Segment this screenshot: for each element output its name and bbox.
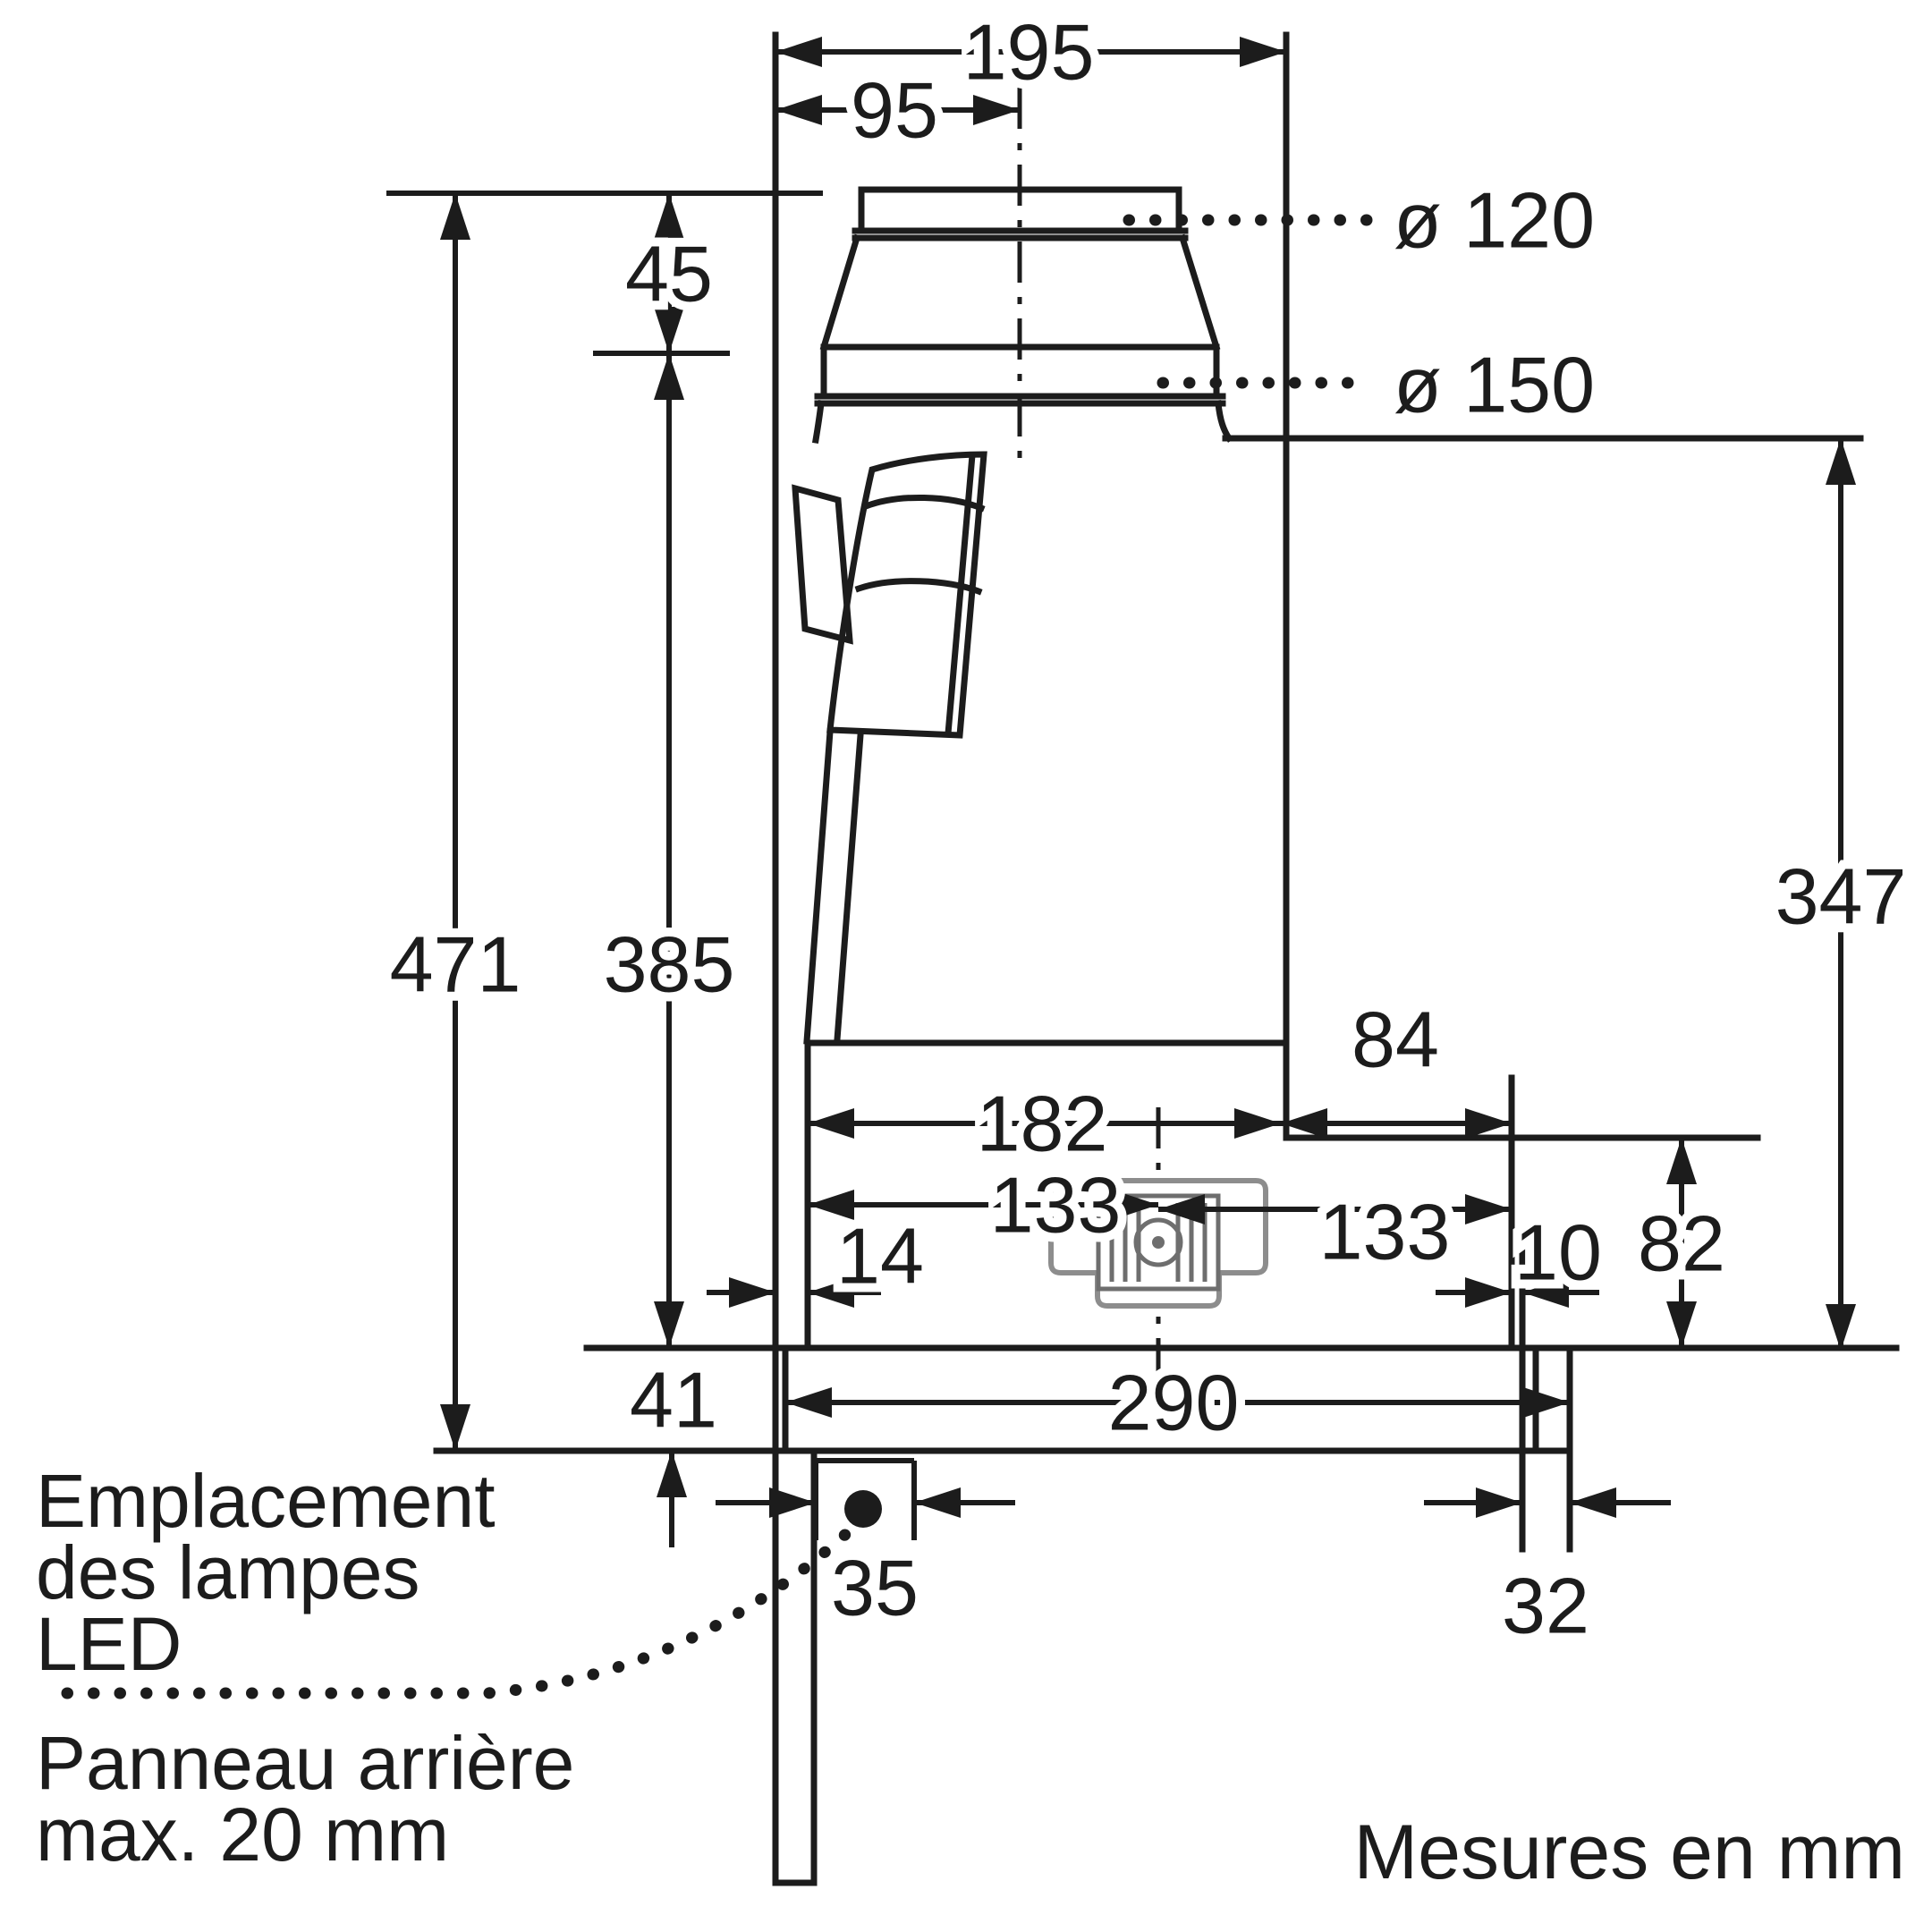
note-led-3: LED <box>36 1602 182 1686</box>
leader-lines <box>61 214 1375 1699</box>
dim-290: 290 <box>1108 1359 1240 1447</box>
rear-panel <box>772 1447 818 1886</box>
note-panel-1: Panneau arrière <box>36 1721 574 1805</box>
upper-reference-ticks <box>386 191 823 356</box>
dim-95: 95 <box>851 66 938 155</box>
dimension-labels: 195 95 45 ø 120 ø 150 471 385 347 182 84… <box>381 0 1916 1659</box>
dimension-lines <box>440 37 1856 1547</box>
dim-82: 82 <box>1638 1199 1725 1288</box>
dim-10: 10 <box>1514 1208 1602 1297</box>
dim-133-left: 133 <box>990 1161 1122 1250</box>
dim-385: 385 <box>604 920 735 1009</box>
dim-84: 84 <box>1352 996 1439 1084</box>
connector-inner <box>1096 1193 1221 1292</box>
dim-32: 32 <box>1502 1562 1589 1650</box>
led-lamp-dot <box>844 1490 882 1528</box>
connector-ring <box>1133 1217 1183 1267</box>
dim-182: 182 <box>977 1080 1108 1168</box>
inclined-panel <box>803 728 864 1045</box>
dim-133-right: 133 <box>1319 1188 1451 1276</box>
connector-center <box>1152 1236 1165 1249</box>
annotations: Emplacement des lampes LED Panneau arriè… <box>36 1459 1905 1895</box>
dim-45: 45 <box>625 230 713 318</box>
hood-outline <box>386 31 1900 1886</box>
collar-flange <box>811 400 1233 445</box>
dim-35: 35 <box>831 1544 919 1632</box>
dim-41: 41 <box>630 1356 717 1445</box>
dim-347: 347 <box>1775 852 1907 941</box>
note-panel-2: max. 20 mm <box>36 1792 449 1877</box>
dim-471: 471 <box>390 920 521 1009</box>
lower-box <box>804 1039 1284 1352</box>
dim-195: 195 <box>963 8 1095 97</box>
damper-slats <box>854 495 986 596</box>
damper-blade <box>792 484 853 645</box>
note-units: Mesures en mm <box>1354 1809 1906 1895</box>
note-led-1: Emplacement <box>36 1459 496 1543</box>
note-led-2: des lampes <box>36 1530 420 1614</box>
collar-transition <box>819 233 1221 352</box>
damper-flap <box>826 451 987 739</box>
dim-14: 14 <box>836 1212 924 1301</box>
dim-dia150: ø 150 <box>1394 341 1595 429</box>
dim-dia120: ø 120 <box>1394 176 1595 265</box>
connector-coils <box>1109 1203 1208 1282</box>
